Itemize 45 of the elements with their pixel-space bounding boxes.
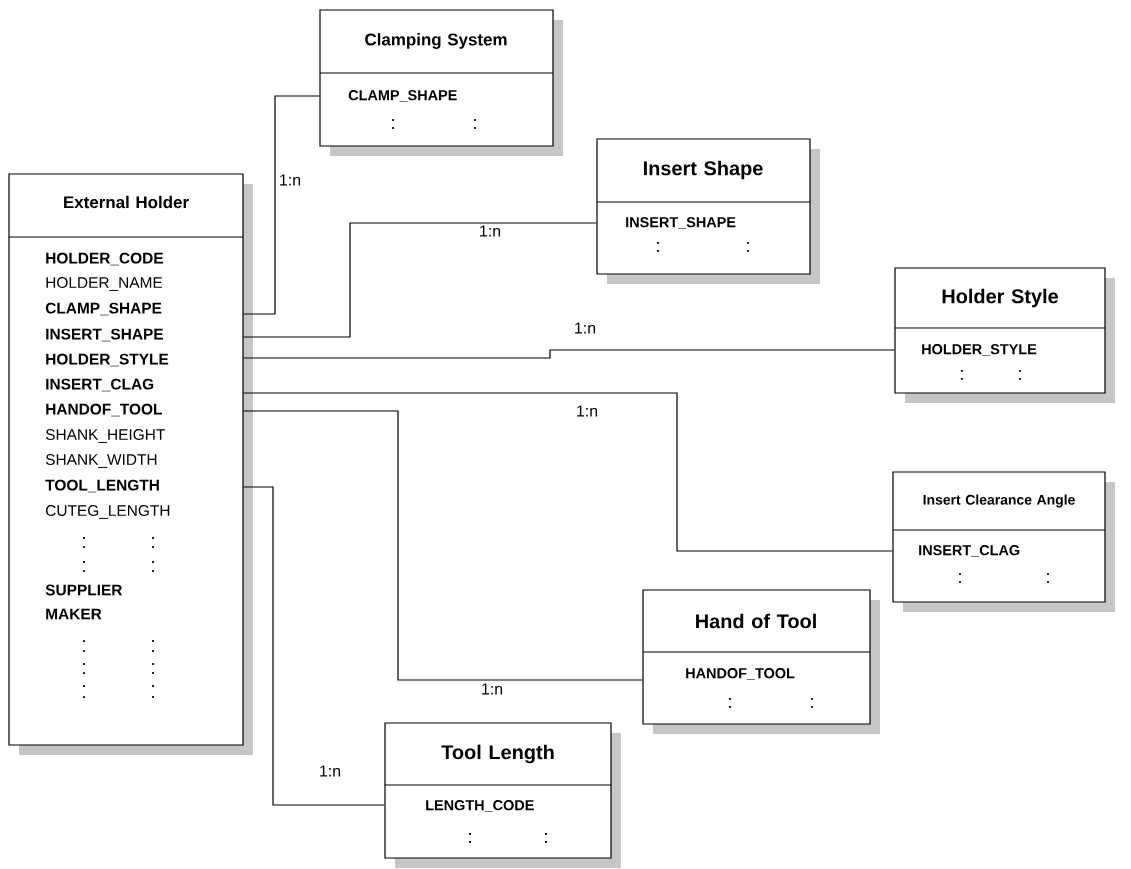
field-name: INSERT_SHAPE bbox=[46, 328, 163, 342]
connector-line bbox=[243, 410, 643, 681]
edge-label: 1:n bbox=[479, 682, 505, 696]
edge-label: 1:n bbox=[477, 224, 503, 238]
field-name: HANDOF_TOOL bbox=[46, 403, 162, 417]
edge-label: 1:n bbox=[317, 764, 343, 778]
field-name: HOLDER_NAME bbox=[46, 277, 163, 291]
connector-line bbox=[243, 95, 320, 315]
field-name: TOOL_LENGTH bbox=[45, 479, 159, 493]
table-heading: Insert Clearance Angle bbox=[923, 494, 1075, 508]
field-name: LENGTH_CODE bbox=[426, 800, 534, 812]
field-name: HANDOF_TOOL bbox=[686, 668, 795, 680]
entity-table bbox=[384, 722, 621, 868]
table-heading: Insert Shape bbox=[644, 160, 763, 180]
field-name: HOLDER_STYLE bbox=[46, 353, 169, 367]
table-heading: Clamping System bbox=[365, 33, 507, 49]
table-heading: Tool Length bbox=[441, 744, 554, 764]
entity-table bbox=[642, 589, 880, 734]
entity-table bbox=[596, 138, 820, 284]
edge-label: 1:n bbox=[574, 404, 600, 418]
table-heading: Holder Style bbox=[942, 288, 1058, 308]
table-heading: External Holder bbox=[64, 195, 189, 209]
field-name: INSERT_CLAG bbox=[46, 378, 154, 392]
field-name: SUPPLIER bbox=[45, 584, 123, 596]
connector-line bbox=[243, 486, 385, 806]
field-name: CUTEG_LENGTH bbox=[46, 505, 170, 519]
entity-table bbox=[892, 471, 1115, 612]
field-name: HOLDER_CODE bbox=[46, 252, 163, 266]
entity-table bbox=[8, 173, 253, 755]
table-heading: Hand of Tool bbox=[696, 613, 816, 629]
field-name: MAKER bbox=[46, 608, 102, 620]
field-name: SHANK_HEIGHT bbox=[45, 429, 165, 443]
entity-table bbox=[319, 9, 563, 156]
connector-line bbox=[243, 222, 597, 338]
entity-table bbox=[894, 267, 1115, 403]
edge-label: 1:n bbox=[572, 321, 598, 335]
connector-line bbox=[243, 392, 893, 552]
field-name: HOLDER_STYLE bbox=[922, 344, 1037, 356]
field-name: CLAMP_SHAPE bbox=[45, 302, 162, 316]
field-name: INSERT_SHAPE bbox=[626, 217, 736, 229]
field-name: CLAMP_SHAPE bbox=[348, 90, 457, 102]
field-name: SHANK_WIDTH bbox=[45, 454, 157, 468]
edge-label: 1:n bbox=[277, 173, 303, 187]
field-name: INSERT_CLAG bbox=[919, 545, 1020, 557]
connector-line bbox=[243, 349, 895, 359]
